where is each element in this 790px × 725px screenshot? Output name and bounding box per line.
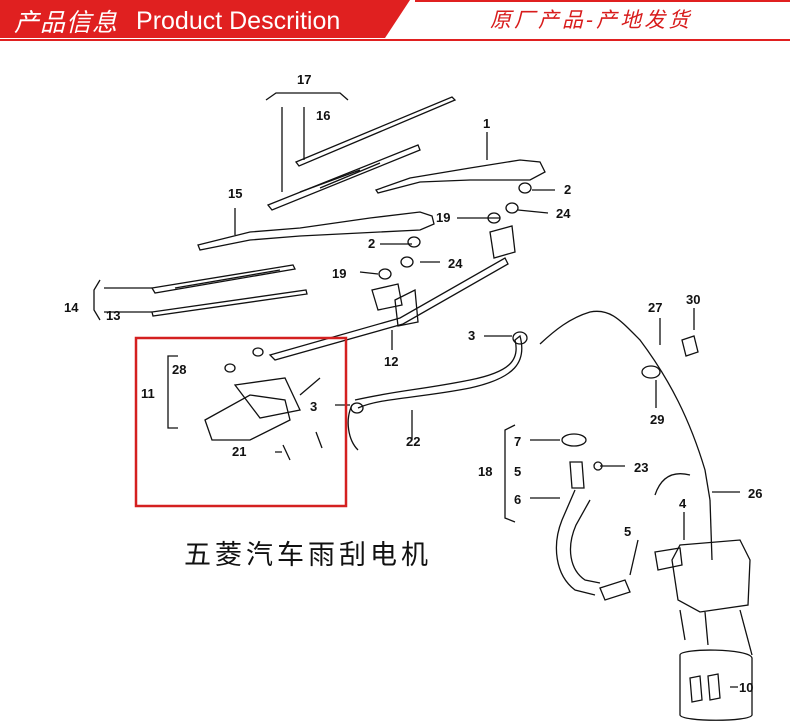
reservoir-4	[671, 539, 751, 613]
screw-28b	[252, 347, 264, 357]
wiper-refill-16	[294, 96, 457, 167]
cap-7	[561, 433, 587, 447]
washer-24a	[505, 202, 519, 214]
callout-2a: 2	[564, 182, 571, 197]
hose-22	[354, 334, 523, 409]
callout-13: 13	[106, 308, 120, 323]
reservoir-inlet	[654, 547, 683, 571]
filler-pipe-6	[555, 489, 596, 596]
screw-28a	[224, 363, 236, 373]
pivot-right	[489, 225, 516, 259]
motor-plug	[299, 377, 321, 396]
bracket-17	[265, 92, 349, 101]
callout-26: 26	[748, 486, 762, 501]
blade-detail-2	[174, 269, 281, 289]
nut-2b	[407, 236, 421, 248]
detail-connector	[739, 609, 753, 656]
filler-neck	[569, 461, 585, 489]
title-cn: 产品信息	[14, 8, 119, 37]
callout-3a: 3	[468, 328, 475, 343]
washer-24b	[400, 256, 414, 268]
callout-14: 14	[64, 300, 79, 315]
callout-21: 21	[232, 444, 246, 459]
wiper-blade-14	[150, 264, 296, 294]
reservoir-legs	[679, 609, 709, 646]
connector-30	[681, 335, 699, 357]
title-en: Product Descrition	[136, 6, 341, 35]
header-banner: 产品信息 Product Descrition 原厂产品-产地发货	[0, 0, 790, 46]
filler-pipe-inner	[569, 499, 601, 584]
nut-2a	[518, 182, 532, 194]
diagram-caption: 五菱汽车雨刮电机	[184, 540, 432, 571]
bolts-21	[282, 431, 323, 461]
callout-17: 17	[297, 72, 311, 87]
motor-bracket	[233, 377, 301, 419]
callout-7: 7	[514, 434, 521, 449]
callout-4: 4	[679, 496, 687, 511]
callout-24a: 24	[556, 206, 571, 221]
callout-1: 1	[483, 116, 490, 131]
hose-27	[539, 310, 711, 501]
wiper-arm-15	[197, 211, 435, 251]
callout-19b: 19	[332, 266, 346, 281]
linkage-12	[268, 257, 509, 361]
callout-19a: 19	[436, 210, 450, 225]
bracket-18	[504, 424, 516, 523]
callout-10: 10	[739, 680, 753, 695]
pivot-mount	[371, 283, 403, 311]
bracket-11	[167, 355, 178, 429]
parts-diagram: 17 16 1 15 2 24 19 2 24 19 14 13 12 3 27…	[64, 72, 762, 721]
cap-29	[641, 365, 661, 379]
hose-26	[709, 499, 713, 561]
wiper-blade-upper	[266, 144, 421, 211]
callout-27: 27	[648, 300, 662, 315]
bracket-14	[93, 279, 101, 321]
callout-29: 29	[650, 412, 664, 427]
callout-18: 18	[478, 464, 492, 479]
detail-10-box	[679, 649, 753, 721]
hose-joint	[654, 473, 691, 496]
callout-24b: 24	[448, 256, 463, 271]
callout-30: 30	[686, 292, 700, 307]
callout-12: 12	[384, 354, 398, 369]
callout-23: 23	[634, 460, 648, 475]
nozzle-3b	[350, 402, 364, 414]
blade-detail	[299, 162, 381, 193]
origin-slogan: 原厂产品-产地发货	[490, 8, 693, 32]
wiper-motor	[204, 394, 291, 441]
callout-15: 15	[228, 186, 242, 201]
banner-shape	[0, 0, 790, 41]
callout-6: 6	[514, 492, 521, 507]
pump-5	[599, 579, 631, 601]
nut-19b	[378, 268, 392, 280]
callout-5a: 5	[514, 464, 521, 479]
pivot-left	[394, 288, 419, 327]
callout-22: 22	[406, 434, 420, 449]
callout-16: 16	[316, 108, 330, 123]
nozzle-3	[512, 331, 528, 345]
callout-5b: 5	[624, 524, 631, 539]
callout-11: 11	[141, 386, 155, 401]
grommets-10	[689, 673, 721, 703]
wiper-arm-1	[374, 159, 546, 194]
wiper-refill-13	[151, 289, 308, 317]
callout-28: 28	[172, 362, 186, 377]
banner-title: 产品信息 Product Descrition	[14, 4, 340, 38]
motor-highlight-box	[134, 336, 348, 508]
callout-3b: 3	[310, 399, 317, 414]
callout-2b: 2	[368, 236, 375, 251]
leader-lines	[104, 107, 740, 688]
